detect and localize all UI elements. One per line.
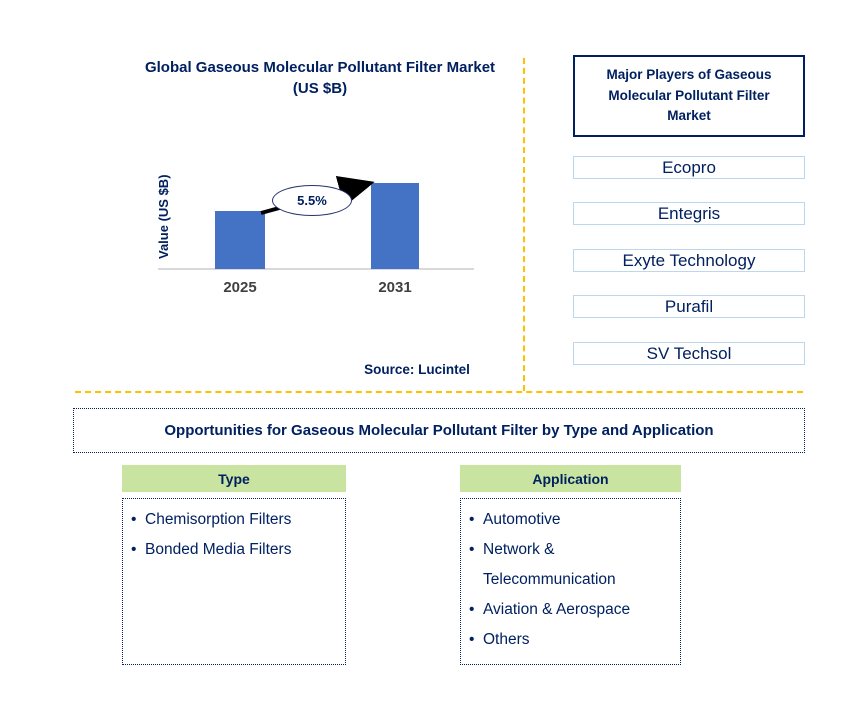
y-axis-label: Value (US $B): [156, 174, 171, 260]
bullet-icon: •: [469, 511, 475, 528]
list-item: • Aviation & Aerospace: [469, 595, 672, 625]
bullet-icon: •: [469, 601, 475, 618]
growth-rate-value: 5.5%: [297, 193, 327, 208]
chart-title: Global Gaseous Molecular Pollutant Filte…: [144, 59, 496, 97]
type-column-header: Type: [122, 465, 346, 492]
player-item: Purafil: [573, 295, 805, 318]
player-item: Exyte Technology: [573, 249, 805, 272]
list-item: • Automotive: [469, 505, 672, 535]
list-item-label: Others: [483, 631, 530, 648]
bullet-icon: •: [469, 541, 475, 558]
list-item-label: Chemisorption Filters: [145, 511, 292, 528]
list-item: • Others: [469, 625, 672, 655]
growth-rate-badge: 5.5%: [272, 185, 352, 216]
list-item-label: Network & Telecommunication: [483, 541, 616, 588]
x-tick-2025: 2025: [223, 279, 257, 296]
opportunities-title: Opportunities for Gaseous Molecular Poll…: [73, 408, 805, 453]
major-players-title: Major Players of Gaseous Molecular Pollu…: [573, 55, 805, 137]
player-item: SV Techsol: [573, 342, 805, 365]
bullet-icon: •: [131, 541, 137, 558]
bar-2031: [371, 183, 419, 269]
bullet-icon: •: [469, 631, 475, 648]
x-axis-line: [158, 268, 474, 270]
player-item: Entegris: [573, 202, 805, 225]
list-item-label: Automotive: [483, 511, 561, 528]
application-column-header: Application: [460, 465, 681, 492]
type-list: • Chemisorption Filters • Bonded Media F…: [122, 498, 346, 665]
bar-2025: [215, 211, 265, 269]
list-item: • Bonded Media Filters: [131, 535, 337, 565]
list-item: • Network & Telecommunication: [469, 535, 672, 595]
bullet-icon: •: [131, 511, 137, 528]
horizontal-divider: [75, 391, 803, 393]
source-note: Source: Lucintel: [364, 362, 470, 377]
player-item: Ecopro: [573, 156, 805, 179]
vertical-divider: [523, 58, 525, 391]
x-tick-2031: 2031: [378, 279, 412, 296]
list-item: • Chemisorption Filters: [131, 505, 337, 535]
list-item-label: Bonded Media Filters: [145, 541, 292, 558]
application-list: • Automotive • Network & Telecommunicati…: [460, 498, 681, 665]
list-item-label: Aviation & Aerospace: [483, 601, 631, 618]
